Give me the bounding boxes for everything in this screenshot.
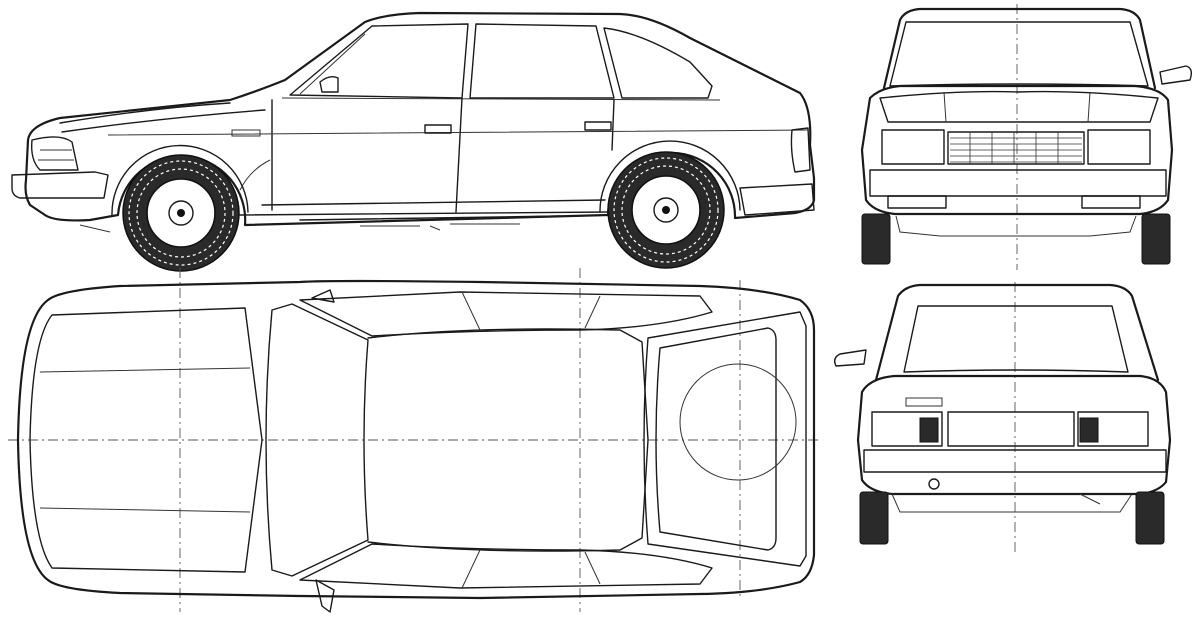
front-bumper (869, 169, 1167, 197)
top-roof (367, 328, 649, 552)
front-right-fog (1081, 195, 1141, 209)
front-grille (947, 131, 1085, 165)
rear-left-lamp (919, 417, 939, 443)
rear-badge (905, 397, 943, 407)
front-hood (879, 90, 1159, 123)
side-body-outline (24, 11, 816, 227)
side-mirror (319, 75, 339, 93)
rear-tow-hook (928, 478, 940, 490)
front-windshield (889, 21, 1149, 87)
front-mirror (1159, 65, 1193, 85)
front-underbody (895, 215, 1137, 237)
front-greenhouse (882, 7, 1157, 90)
rear-left-tire (859, 491, 889, 545)
top-windshield (265, 303, 369, 577)
top-right-mirror (315, 579, 335, 613)
rear-window (903, 305, 1129, 373)
side-marker (231, 129, 261, 137)
front-right-tire (1141, 213, 1171, 265)
rear-right-tire (1135, 491, 1165, 545)
rear-right-taillight (1077, 411, 1149, 447)
top-view (8, 268, 822, 613)
rear-plate-panel (947, 411, 1075, 447)
front-body-outline (860, 84, 1174, 216)
side-front-handle (424, 124, 452, 134)
side-rear-arch (599, 140, 741, 213)
side-rear-bumper (739, 183, 815, 216)
front-left-tire (861, 213, 891, 265)
side-hood-line (59, 102, 266, 133)
top-hood (29, 307, 263, 573)
side-front-wheel (122, 154, 240, 272)
side-headlight (30, 136, 79, 171)
top-hood-creases (39, 367, 251, 513)
front-view (860, 4, 1193, 270)
side-rear-wheel (607, 151, 725, 269)
top-right-pillars (461, 549, 601, 589)
side-door-lines (271, 97, 615, 213)
side-underbody (79, 223, 520, 233)
rear-greenhouse (874, 283, 1160, 382)
side-quarter-window (603, 27, 713, 99)
top-right-windows (299, 543, 713, 589)
side-front-window (289, 23, 469, 99)
side-rear-door-window (469, 23, 615, 99)
side-front-arch (111, 144, 249, 216)
side-view (11, 11, 816, 272)
top-left-pillars (461, 291, 601, 331)
side-headlight-detail (38, 149, 74, 161)
top-left-windows (299, 291, 713, 337)
rear-right-lamp (1079, 417, 1099, 443)
rear-body-outline (856, 374, 1172, 496)
side-rear-handle (584, 121, 612, 131)
front-right-headlight (1087, 129, 1151, 165)
top-left-mirror (311, 289, 335, 303)
front-left-headlight (881, 129, 945, 165)
side-belt-line (107, 129, 809, 191)
top-rear-glass (655, 327, 777, 551)
front-left-fog (887, 195, 947, 209)
side-taillight (790, 127, 811, 173)
top-rear-hatch (643, 311, 807, 567)
rear-mirror (833, 349, 867, 367)
rear-view (833, 282, 1172, 555)
rear-bumper (863, 449, 1167, 473)
side-front-bumper (11, 171, 109, 199)
side-rocker (239, 199, 611, 221)
side-window-frame (281, 33, 721, 101)
top-spare-wheel (679, 363, 797, 481)
top-body-outline (16, 279, 816, 600)
front-hood-crease (943, 91, 1091, 123)
rear-underbody (891, 493, 1133, 513)
rear-left-taillight (871, 411, 943, 447)
